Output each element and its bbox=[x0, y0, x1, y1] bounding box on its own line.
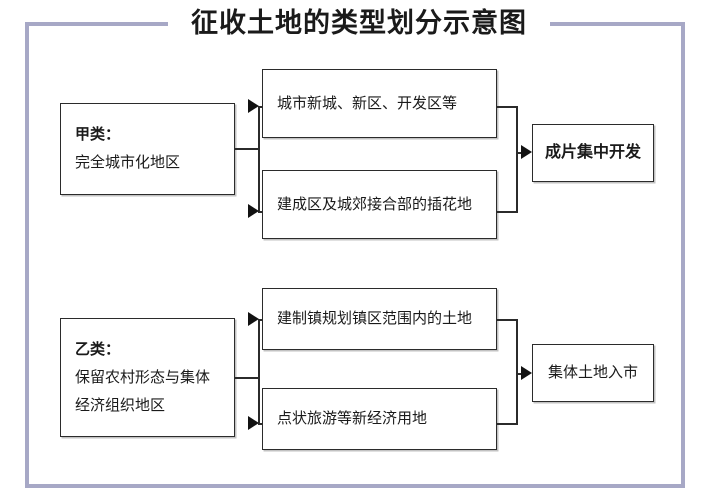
branch-label-a2: 建成区及城郊接合部的插花地 bbox=[277, 195, 473, 213]
outcome-box-group-b: 集体土地入市 bbox=[532, 344, 654, 402]
branch-box-b1: 建制镇规划镇区范围内的土地 bbox=[262, 288, 497, 350]
arrowhead-branch-a2 bbox=[248, 204, 259, 218]
category-body-group-b-line1: 保留农村形态与集体 bbox=[75, 368, 211, 386]
branch-box-a2: 建成区及城郊接合部的插花地 bbox=[262, 170, 497, 239]
connector-merge-a1 bbox=[497, 106, 518, 108]
connector-stub-group-b bbox=[235, 377, 260, 379]
category-heading-group-b: 乙类： bbox=[75, 340, 121, 358]
branch-label-b2: 点状旅游等新经济用地 bbox=[277, 410, 428, 427]
category-box-group-b: 乙类： 保留农村形态与集体 经济组织地区 bbox=[60, 318, 235, 437]
branch-box-a1: 城市新城、新区、开发区等 bbox=[262, 69, 497, 138]
connector-merge-spine-a bbox=[516, 106, 518, 212]
outcome-label-group-a: 成片集中开发 bbox=[544, 144, 641, 161]
connector-spine-group-a bbox=[258, 106, 260, 212]
outcome-label-group-b: 集体土地入市 bbox=[547, 364, 638, 381]
category-heading-group-a: 甲类： bbox=[75, 126, 121, 143]
arrowhead-outcome-a bbox=[521, 145, 532, 159]
arrowhead-branch-a1 bbox=[248, 99, 259, 113]
connector-merge-b2 bbox=[497, 423, 518, 425]
frame-right-edge bbox=[681, 22, 685, 488]
category-body-group-b-line2: 经济组织地区 bbox=[75, 396, 166, 414]
connector-merge-out-a bbox=[516, 152, 524, 154]
arrowhead-branch-b1 bbox=[248, 312, 259, 326]
frame-top-right-rule bbox=[550, 22, 685, 26]
outcome-box-group-a: 成片集中开发 bbox=[532, 124, 654, 182]
category-body-group-a-line1: 完全城市化地区 bbox=[75, 154, 181, 171]
category-box-group-a: 甲类： 完全城市化地区 bbox=[60, 103, 235, 195]
branch-box-b2: 点状旅游等新经济用地 bbox=[262, 388, 497, 450]
connector-spine-group-b bbox=[258, 319, 260, 424]
branch-label-b1: 建制镇规划镇区范围内的土地 bbox=[277, 310, 473, 327]
arrowhead-branch-b2 bbox=[248, 416, 259, 430]
frame-top-left-rule bbox=[25, 22, 168, 26]
frame-bottom-edge bbox=[25, 484, 685, 488]
connector-stub-group-a bbox=[235, 148, 260, 150]
connector-merge-b1 bbox=[497, 319, 518, 321]
branch-label-a1: 城市新城、新区、开发区等 bbox=[277, 94, 458, 112]
connector-merge-spine-b bbox=[516, 319, 518, 424]
diagram-title: 征收土地的类型划分示意图 bbox=[191, 8, 527, 38]
connector-merge-a2 bbox=[497, 211, 518, 213]
frame-left-edge bbox=[25, 22, 29, 488]
connector-merge-out-b bbox=[516, 373, 524, 375]
arrowhead-outcome-b bbox=[521, 366, 532, 380]
